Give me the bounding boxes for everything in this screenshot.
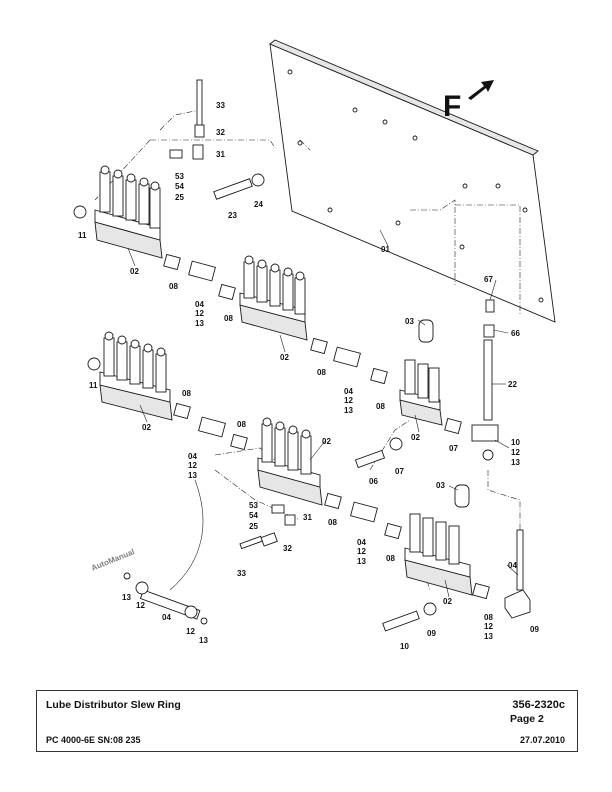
callout: 13 xyxy=(199,636,208,645)
callout: 04 xyxy=(508,561,517,570)
detail-arrow xyxy=(169,479,204,591)
callout: 02 xyxy=(130,267,139,276)
callout: 31 xyxy=(216,150,225,159)
callout: 02 xyxy=(142,423,151,432)
callout: 32 xyxy=(283,544,292,553)
callout: 66 xyxy=(511,329,520,338)
distributor-block-6 xyxy=(404,484,473,596)
distributor-block-4 xyxy=(257,417,323,506)
right-lines xyxy=(471,299,531,619)
callout: 04 xyxy=(344,387,353,396)
callout: 25 xyxy=(175,193,184,202)
callout: 12 xyxy=(136,601,145,610)
document-title: Lube Distributor Slew Ring xyxy=(46,699,181,711)
distributor-block-2 xyxy=(239,255,308,341)
callout: 13 xyxy=(344,406,353,415)
callout: 08 xyxy=(169,282,178,291)
callout: 07 xyxy=(395,467,404,476)
exploded-parts-diagram: F xyxy=(73,39,556,651)
document-number: 356-2320c xyxy=(512,699,565,711)
callout: 13 xyxy=(357,557,366,566)
callout: 03 xyxy=(436,481,445,490)
document-date: 27.07.2010 xyxy=(519,735,565,745)
watermark: AutoManual xyxy=(90,547,136,572)
callout: 23 xyxy=(228,211,237,220)
machine-serial: PC 4000-6E SN:08 235 xyxy=(46,735,141,745)
callout: 31 xyxy=(303,513,312,522)
callout: 12 xyxy=(344,396,353,405)
callout: 02 xyxy=(322,437,331,446)
callout: 33 xyxy=(216,101,225,110)
distributor-block-5 xyxy=(399,319,443,426)
callout: 09 xyxy=(427,629,436,638)
callout: 09 xyxy=(530,625,539,634)
callout: 54 xyxy=(249,511,258,520)
callout: 12 xyxy=(511,448,520,457)
callout: 13 xyxy=(195,319,204,328)
callout: 12 xyxy=(195,309,204,318)
callout: 04 xyxy=(162,613,171,622)
title-block: Lube Distributor Slew Ring 356-2320c Pag… xyxy=(36,690,578,752)
callout: 11 xyxy=(89,381,98,390)
callout: 25 xyxy=(249,522,258,531)
callout: 53 xyxy=(175,172,184,181)
callout: 22 xyxy=(508,380,517,389)
callout: 04 xyxy=(195,300,204,309)
callout: 12 xyxy=(188,461,197,470)
callout: 04 xyxy=(357,538,366,547)
direction-marker: F xyxy=(443,80,494,123)
callout: 12 xyxy=(357,547,366,556)
callout: 10 xyxy=(400,642,409,651)
callout: 13 xyxy=(122,593,131,602)
callout: 08 xyxy=(317,368,326,377)
distributor-block-3 xyxy=(87,331,173,421)
callout: 08 xyxy=(484,613,493,622)
callout: 13 xyxy=(188,471,197,480)
callout: 08 xyxy=(386,554,395,563)
callout: 01 xyxy=(381,245,390,254)
callout: 67 xyxy=(484,275,493,284)
direction-letter: F xyxy=(443,90,461,123)
callout: 13 xyxy=(511,458,520,467)
leader-lines xyxy=(127,229,519,598)
page-number: Page 2 xyxy=(510,713,544,725)
arrow-icon xyxy=(468,80,494,100)
callout: 13 xyxy=(484,632,493,641)
callout: 06 xyxy=(369,477,378,486)
callout: 08 xyxy=(237,420,246,429)
callout: 08 xyxy=(224,314,233,323)
callout: 02 xyxy=(411,433,420,442)
callout: 10 xyxy=(511,438,520,447)
callout: 08 xyxy=(376,402,385,411)
callout: 54 xyxy=(175,182,184,191)
callout: 33 xyxy=(237,569,246,578)
mounting-plate xyxy=(269,39,556,323)
callout: 02 xyxy=(443,597,452,606)
callout: 24 xyxy=(254,200,263,209)
fasteners xyxy=(169,79,437,632)
callout: 12 xyxy=(186,627,195,636)
callout: 03 xyxy=(405,317,414,326)
callout: 32 xyxy=(216,128,225,137)
callout-labels: 01 02 02 02 02 02 02 03 03 04 04 04 04 0… xyxy=(78,101,539,651)
callout: 11 xyxy=(78,231,87,240)
fittings xyxy=(123,253,490,625)
callout: 12 xyxy=(484,622,493,631)
callout: 04 xyxy=(188,452,197,461)
callout: 53 xyxy=(249,501,258,510)
distributor-block-1 xyxy=(73,165,163,259)
callout: 07 xyxy=(449,444,458,453)
callout: 08 xyxy=(328,518,337,527)
callout: 08 xyxy=(182,389,191,398)
callout: 02 xyxy=(280,353,289,362)
